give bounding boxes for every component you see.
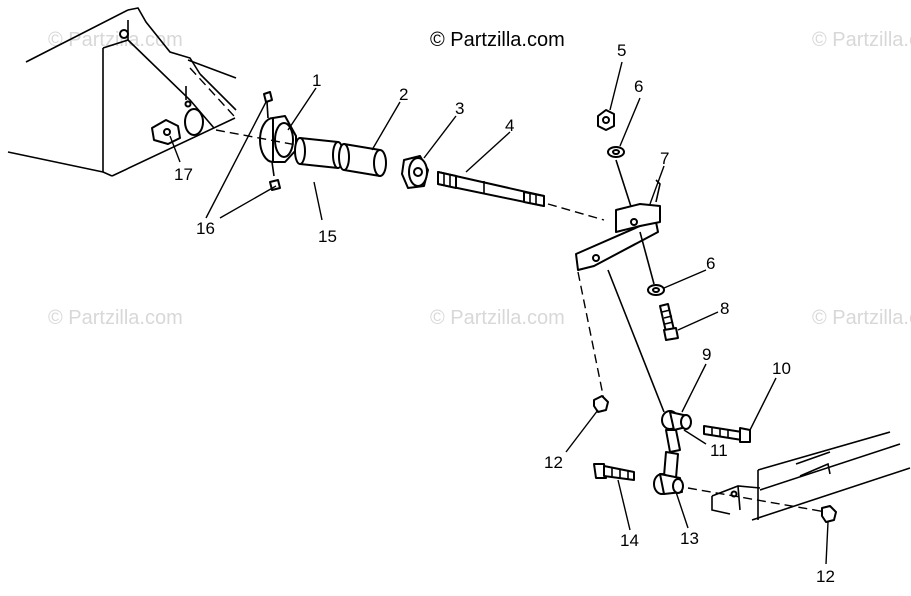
callout-5: 5	[617, 41, 626, 60]
part-4-shaft	[437, 171, 545, 207]
part-8-bolt	[659, 303, 679, 341]
callout-17: 17	[174, 165, 193, 184]
part-13-rod-end-lower	[653, 451, 684, 495]
frame-tube-lower	[687, 431, 911, 521]
callout-15: 15	[318, 227, 337, 246]
callout-1: 1	[312, 71, 321, 90]
callout-9: 9	[702, 345, 711, 364]
watermark-main: © Partzilla.com	[430, 29, 565, 51]
shaft-centerline	[215, 129, 303, 147]
part-14-bolt	[593, 463, 635, 481]
callout-13: 13	[680, 529, 699, 548]
watermarks: © Partzilla.com © Partzilla.com © Partzi…	[48, 29, 911, 329]
part-6-washer-top	[607, 146, 625, 158]
callout-12-left: 12	[544, 453, 563, 472]
watermark-mid-center: © Partzilla.com	[430, 307, 565, 329]
callout-11: 11	[710, 441, 728, 460]
callout-6-top: 6	[634, 77, 643, 96]
part-17-bracket	[151, 119, 181, 145]
part-10-bolt	[703, 425, 751, 443]
shaft-centerline-2	[547, 203, 605, 221]
part-9-rod-end	[661, 410, 692, 453]
linkage-rod	[577, 269, 665, 413]
leader-lines	[169, 61, 829, 565]
callout-12-right: 12	[816, 567, 835, 586]
callouts: 1 2 3 4 5 6 7 6 8 9 10 11 12 13 14 15 16…	[174, 41, 835, 586]
callout-2: 2	[399, 85, 408, 104]
watermark-mid-left: © Partzilla.com	[48, 307, 183, 329]
callout-4: 4	[505, 116, 514, 135]
callout-16: 16	[196, 219, 215, 238]
callout-8: 8	[720, 299, 729, 318]
callout-7: 7	[660, 149, 669, 168]
part-2-sleeves	[294, 137, 387, 177]
callout-14: 14	[620, 531, 639, 550]
frame-chassis	[7, 7, 237, 177]
callout-10: 10	[772, 359, 791, 378]
callout-3: 3	[455, 99, 464, 118]
watermark-mid-right: © Partzilla.com	[812, 307, 911, 329]
watermark-top-right: © Partzilla.com	[812, 29, 911, 51]
callout-6-lower: 6	[706, 254, 715, 273]
part-12-nut-right	[821, 505, 837, 523]
part-12-nut-left	[593, 395, 609, 413]
part-7-lever-arm	[575, 179, 661, 271]
bolt-axis-lower	[639, 231, 655, 285]
part-3-bushing	[401, 155, 429, 189]
part-5-nut	[597, 109, 615, 131]
part-6-washer-lower	[647, 284, 665, 296]
